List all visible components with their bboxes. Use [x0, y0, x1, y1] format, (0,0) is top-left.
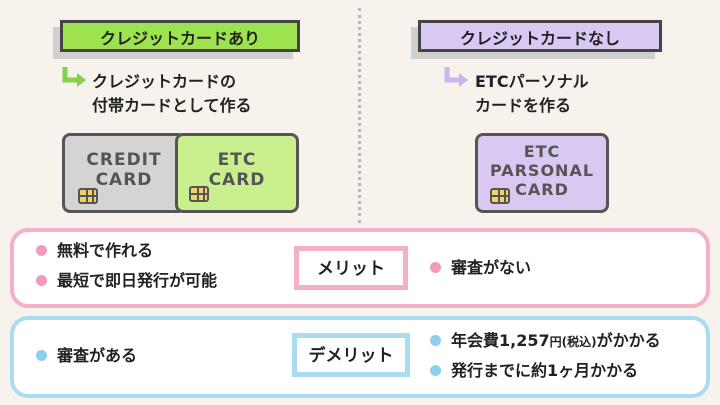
etc-personal-card-image: ETC PARSONAL CARD: [475, 133, 609, 213]
etc-card-image: ETC CARD: [175, 133, 299, 213]
etc-personal-card-text: ETC PARSONAL CARD: [489, 142, 595, 199]
merit-item: 最短で即日発行が可能: [36, 270, 217, 292]
etc-card-text: ETC CARD: [208, 150, 266, 190]
demerit-item: 年会費1,257円(税込)がかかる: [430, 330, 661, 353]
credit-card-text: CREDIT CARD: [86, 150, 162, 190]
demerit-item: 発行までに約1ヶ月かかる: [430, 360, 638, 382]
center-divider: [358, 8, 361, 223]
card-chip-icon: [490, 188, 510, 204]
arrow-right-icon: [444, 67, 468, 87]
merit-item: 無料で作れる: [36, 240, 153, 262]
bullet-dot-icon: [36, 275, 47, 286]
credit-card-yes-label: クレジットカードあり: [60, 20, 300, 52]
demerit-label: デメリット: [292, 333, 410, 377]
credit-card-image: CREDIT CARD: [62, 133, 186, 213]
bullet-dot-icon: [430, 365, 441, 376]
left-description: クレジットカードの 付帯カードとして作る: [92, 72, 252, 115]
merit-item: 審査がない: [430, 257, 531, 279]
bullet-dot-icon: [36, 350, 47, 361]
credit-card-no-label: クレジットカードなし: [418, 20, 662, 52]
right-description: ETCパーソナル カードを作る: [475, 72, 589, 115]
arrow-right-icon: [62, 67, 86, 87]
bullet-dot-icon: [430, 335, 441, 346]
merit-label: メリット: [294, 246, 408, 290]
bullet-dot-icon: [36, 245, 47, 256]
bullet-dot-icon: [430, 262, 441, 273]
demerit-panel: [10, 316, 710, 398]
card-chip-icon: [189, 186, 209, 202]
demerit-item: 審査がある: [36, 345, 137, 367]
card-chip-icon: [78, 188, 98, 204]
